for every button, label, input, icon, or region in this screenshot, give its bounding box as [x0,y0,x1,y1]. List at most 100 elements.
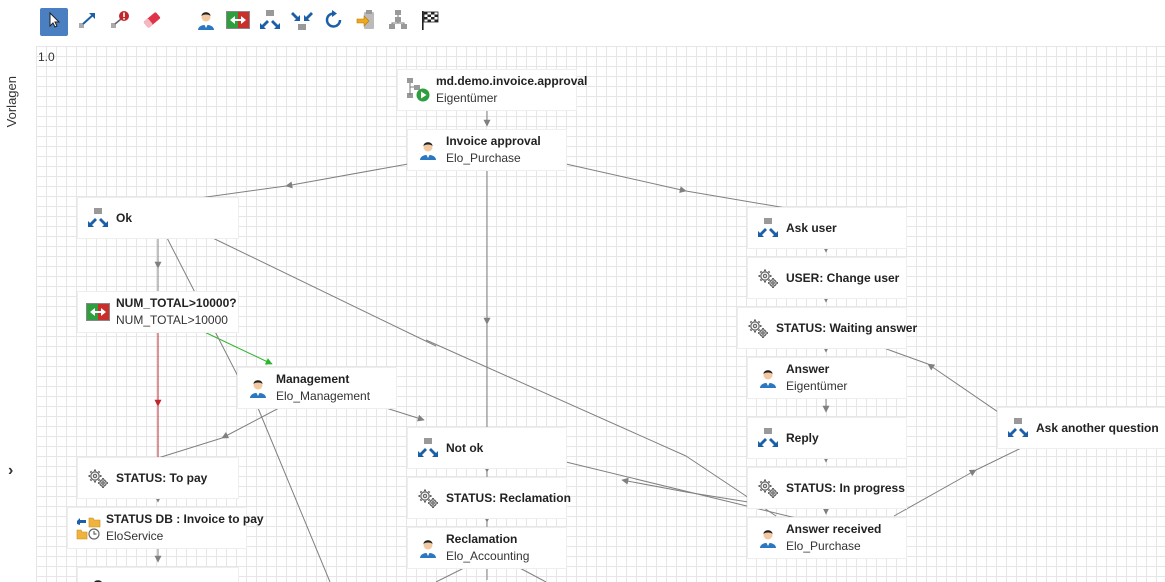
node-num-total[interactable]: NUM_TOTAL>10000? NUM_TOTAL>10000 [78,292,238,332]
gear-icon [754,264,782,292]
db-icon [74,514,102,542]
gear-icon [414,484,442,512]
node-title: Answer received [786,522,882,536]
node-title: Ask user [786,220,837,235]
edge[interactable] [285,163,409,189]
node-title: Management [276,372,350,386]
node-title: Reclamation [446,532,518,546]
node-subtitle: Elo_Accounting [446,549,530,563]
node-to-pay[interactable]: To pay [78,568,238,582]
node-title: STATUS DB : Invoice to pay [106,512,264,526]
node-subtitle: Eigentümer [786,379,848,393]
node-subtitle: Elo_Purchase [786,539,861,553]
forward-icon [355,9,377,36]
condition-icon [84,298,112,326]
merge-icon [290,9,314,36]
eraser-icon [141,9,163,36]
node-title: USER: Change user [786,270,900,285]
edge[interactable] [685,491,749,503]
node-subtitle: Elo_Management [276,389,371,403]
edge[interactable] [257,407,331,582]
end-node-tool[interactable] [416,8,444,36]
edge[interactable] [157,437,223,459]
error-connector-icon [109,9,131,36]
node-subtitle: Eigentümer [436,91,498,105]
edge[interactable] [515,565,547,582]
node-subtitle: Elo_Purchase [446,151,521,165]
node-title: Reply [786,430,819,445]
templates-label[interactable]: Vorlagen [4,76,19,128]
condition-icon [226,10,250,34]
node-ask-user[interactable]: Ask user [748,208,906,248]
merge-node-tool[interactable] [288,8,316,36]
node-status-topay[interactable]: STATUS: To pay [78,458,238,498]
edge[interactable] [435,565,469,582]
split-icon [1004,414,1032,442]
person-icon [195,9,217,36]
node-title: Invoice approval [446,134,541,148]
cycle-node-tool[interactable] [320,8,348,36]
node-ask-another[interactable]: Ask another question [998,408,1165,448]
edge[interactable] [565,163,687,194]
node-title: STATUS: In progress [786,480,905,495]
split-node-tool[interactable] [256,8,284,36]
eraser-tool[interactable] [138,8,166,36]
person-icon [754,364,782,392]
templates-sidebar: Vorlagen › [0,44,34,582]
edge[interactable] [685,190,787,209]
subworkflow-node-tool[interactable] [384,8,412,36]
node-status-waiting[interactable]: STATUS: Waiting answer [738,308,917,348]
condition-node-tool[interactable] [224,8,252,36]
cycle-icon [323,9,345,36]
connector-icon [77,9,99,36]
edge[interactable] [565,461,797,519]
split-icon [258,9,282,36]
version-label: 1.0 [38,50,55,64]
edge[interactable] [385,407,425,422]
edge[interactable] [195,327,273,365]
person-icon [244,374,272,402]
forward-node-tool[interactable] [352,8,380,36]
node-status-inprogress[interactable]: STATUS: In progress [748,468,906,508]
person-icon [754,524,782,552]
split-icon [754,214,782,242]
gear-icon [84,464,112,492]
node-title: NUM_TOTAL>10000? [116,296,237,310]
node-user-change[interactable]: USER: Change user [748,258,906,298]
node-status-reclamation[interactable]: STATUS: Reclamation [408,478,571,518]
edge[interactable] [191,227,437,347]
checkered-flag-icon [419,9,441,36]
gear-icon [744,314,772,342]
connect-tool[interactable] [74,8,102,36]
person-node-tool[interactable] [192,8,220,36]
node-title: STATUS: Waiting answer [776,320,918,335]
start-icon [404,76,432,104]
toolbar [0,0,1165,44]
edge[interactable] [893,469,977,517]
node-ok[interactable]: Ok [78,198,238,238]
subworkflow-icon [387,9,409,36]
cursor-icon [45,11,63,34]
node-title: STATUS: Reclamation [446,490,571,505]
select-tool[interactable] [40,8,68,36]
node-title: Ok [116,210,133,225]
edge[interactable] [425,339,687,457]
error-connect-tool[interactable] [106,8,134,36]
node-not-ok[interactable]: Not ok [408,428,566,468]
node-reply[interactable]: Reply [748,418,906,458]
person-icon [414,136,442,164]
node-subtitle: NUM_TOTAL>10000 [116,313,228,327]
expand-sidebar-icon[interactable]: › [8,462,14,479]
node-title: Not ok [446,440,484,455]
node-title: To pay [116,580,154,582]
split-icon [84,204,112,232]
edge[interactable] [621,477,687,493]
